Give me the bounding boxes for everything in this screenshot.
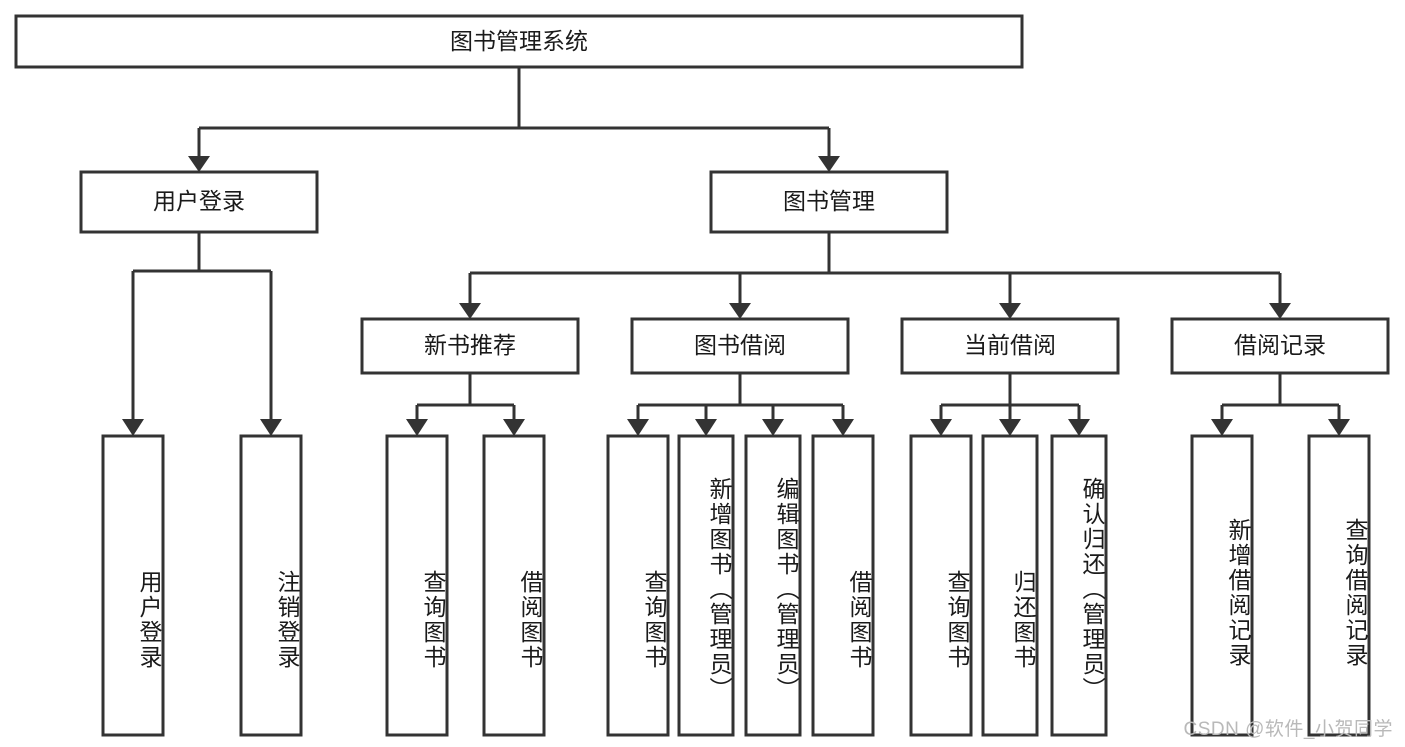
arrowhead-user-login <box>188 156 210 172</box>
node-book-borrow[interactable] <box>630 317 850 375</box>
arrowhead-current-borrow <box>999 303 1021 319</box>
arrowhead-leaf-query-book-2 <box>627 419 649 436</box>
node-new-book-recommend-label: 新书推荐 <box>424 332 516 358</box>
arrowhead-leaf-confirm-return <box>1068 419 1090 436</box>
leaf-box-query-book-2[interactable] <box>606 434 670 737</box>
leaf-box-borrow-book-2[interactable] <box>811 434 875 737</box>
watermark-text: CSDN @软件_小贺同学 <box>1183 719 1393 740</box>
leaf-box-user-login[interactable] <box>101 434 165 737</box>
arrowhead-book-management <box>818 156 840 172</box>
arrowhead-leaf-add-record <box>1211 419 1233 436</box>
node-root-label: 图书管理系统 <box>450 28 588 54</box>
node-current-borrow[interactable] <box>900 317 1120 375</box>
leaf-box-edit-book[interactable] <box>744 434 802 737</box>
arrowhead-leaf-logout-login <box>260 419 282 436</box>
arrowhead-leaf-edit-book <box>762 419 784 436</box>
leaf-box-add-record[interactable] <box>1190 434 1254 737</box>
arrowhead-leaf-query-book-1 <box>406 419 428 436</box>
arrowhead-leaf-query-record <box>1328 419 1350 436</box>
leaf-box-return-book[interactable] <box>981 434 1039 737</box>
leaf-box-query-book-3[interactable] <box>909 434 973 737</box>
leaf-box-query-book-1[interactable] <box>385 434 449 737</box>
arrowhead-book-borrow <box>729 303 751 319</box>
arrowhead-leaf-borrow-book-1 <box>503 419 525 436</box>
arrowhead-leaf-borrow-book-2 <box>832 419 854 436</box>
arrowhead-leaf-add-book <box>695 419 717 436</box>
node-new-book-recommend[interactable] <box>360 317 580 375</box>
node-root[interactable] <box>14 14 1024 69</box>
arrowhead-leaf-query-book-3 <box>930 419 952 436</box>
leaf-box-confirm-return[interactable] <box>1050 434 1108 737</box>
leaf-box-add-book[interactable] <box>677 434 735 737</box>
node-borrow-record-label: 借阅记录 <box>1234 332 1326 358</box>
node-borrow-record[interactable] <box>1170 317 1390 375</box>
node-user-login[interactable] <box>79 170 319 234</box>
node-book-management-label: 图书管理 <box>783 188 875 214</box>
leaf-box-query-record[interactable] <box>1307 434 1371 737</box>
arrowhead-borrow-record <box>1269 303 1291 319</box>
leaf-box-borrow-book-1[interactable] <box>482 434 546 737</box>
node-user-login-label: 用户登录 <box>153 188 245 214</box>
arrowhead-leaf-return-book <box>999 419 1021 436</box>
node-book-borrow-label: 图书借阅 <box>694 332 786 358</box>
node-book-management[interactable] <box>709 170 949 234</box>
node-current-borrow-label: 当前借阅 <box>964 332 1056 358</box>
arrowhead-leaf-user-login <box>122 419 144 436</box>
leaf-box-logout-login[interactable] <box>239 434 303 737</box>
arrowhead-new-book-recommend <box>459 303 481 319</box>
